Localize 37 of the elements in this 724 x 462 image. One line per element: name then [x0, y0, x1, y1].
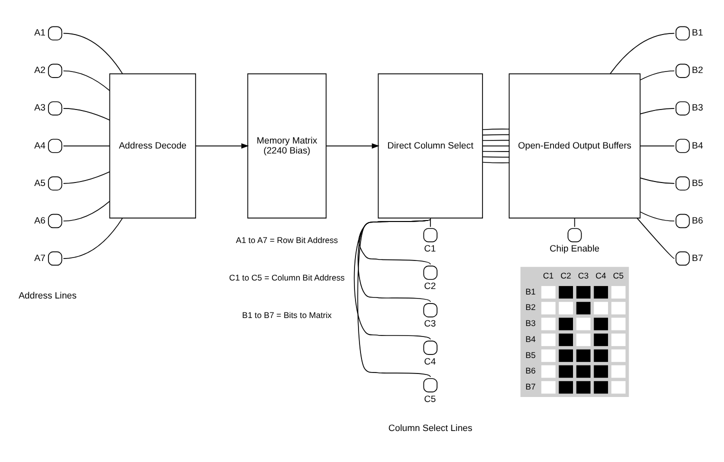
node-label: A5	[34, 178, 46, 188]
node-label: B4	[692, 140, 704, 150]
label: B5	[525, 350, 536, 360]
node-label: B3	[692, 102, 704, 113]
label: A1 to A7 = Row Bit Address	[236, 235, 338, 246]
label: C3	[578, 270, 589, 281]
node-label: A1	[34, 28, 46, 38]
label: B1 to B7 = Bits to Matrix	[242, 310, 332, 320]
node-label: A7	[34, 252, 46, 263]
node-label: Chip Enable	[550, 244, 600, 254]
node-label: C4	[424, 356, 436, 366]
label: Column Select Lines	[388, 422, 472, 433]
label: C1 to C5 = Column Bit Address	[229, 272, 345, 283]
node-label: C2	[424, 281, 436, 292]
node-label: A2	[34, 65, 46, 76]
node-label: B5	[692, 178, 704, 188]
node-label: B1	[692, 28, 704, 38]
label: B2	[525, 302, 536, 312]
node-label: A3	[34, 102, 46, 113]
label: C5	[613, 270, 624, 281]
label: B6	[525, 366, 536, 376]
node-label: B7	[692, 252, 704, 263]
label: C4	[596, 270, 606, 281]
label: B4	[525, 334, 536, 344]
node-label: C3	[424, 318, 436, 329]
node-label: A6	[34, 215, 46, 226]
node-label: B6	[692, 215, 704, 226]
node-label: C5	[424, 394, 436, 404]
label: Address Lines	[18, 290, 77, 300]
label: B3	[525, 318, 536, 328]
node-label: B2	[692, 65, 704, 76]
label: C1	[542, 270, 554, 281]
node-label: C1	[424, 244, 436, 254]
label: C2	[560, 270, 572, 281]
label: B1	[525, 286, 536, 296]
node-label: A4	[34, 140, 46, 150]
label: B7	[525, 381, 536, 392]
